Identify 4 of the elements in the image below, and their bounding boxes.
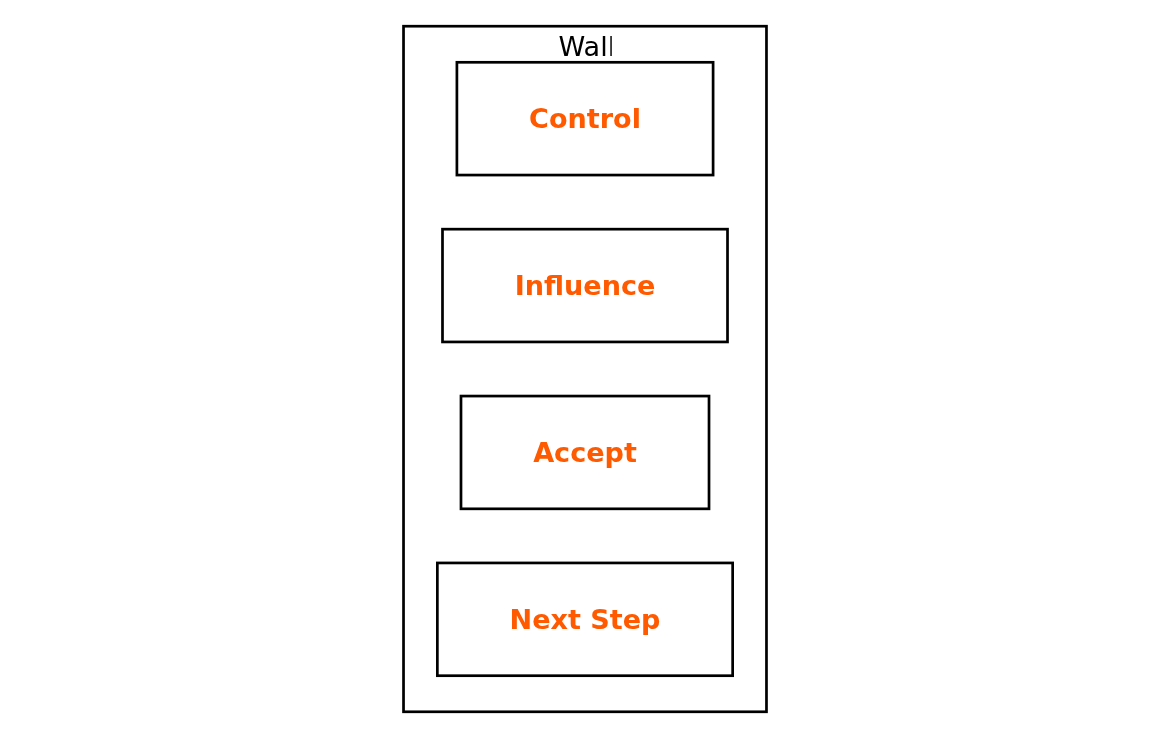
node-box: Control [455,60,715,177]
node-box: Accept [459,394,711,511]
node-box: Next Step [436,561,734,678]
node-box: Influence [441,227,729,344]
